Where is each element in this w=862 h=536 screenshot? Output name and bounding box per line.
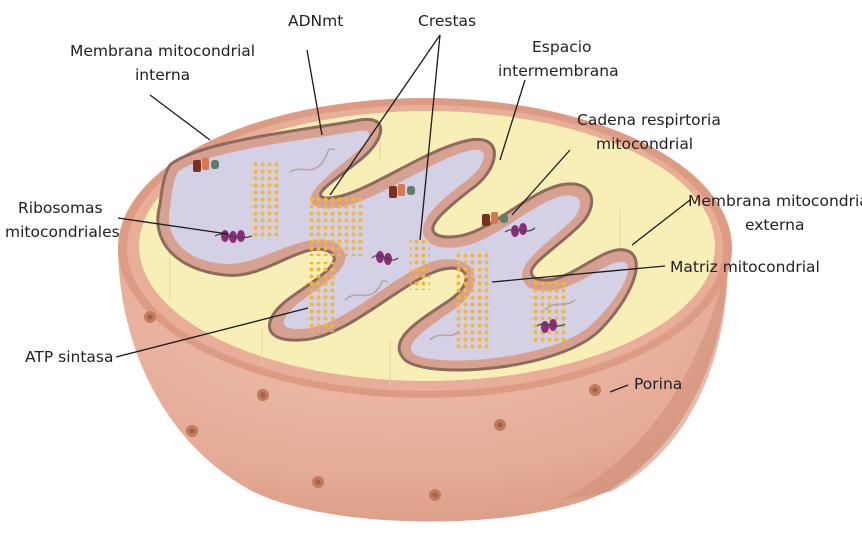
label-intermembrane-line1: Espacio (532, 38, 592, 56)
atp-synthase-cluster (410, 240, 430, 290)
label-intermembrane-line2: intermembrana (498, 62, 619, 80)
atp-synthase-cluster (530, 282, 566, 342)
label-cristae: Crestas (418, 12, 476, 30)
atp-synthase-cluster (308, 196, 364, 256)
label-respiratory-chain-line1: Cadena respirtoria (577, 111, 721, 129)
label-inner-membrane-line2: interna (135, 66, 190, 84)
label-ribosomes-line1: Ribosomas (18, 199, 103, 217)
atp-synthase-cluster (306, 262, 336, 332)
label-respiratory-chain-line2: mitocondrial (596, 135, 693, 153)
label-mtdna: ADNmt (288, 12, 343, 30)
label-matrix: Matriz mitocondrial (670, 258, 820, 276)
label-porin: Porina (634, 375, 682, 393)
label-outer-membrane-line2: externa (745, 216, 804, 234)
atp-synthase-cluster (456, 250, 490, 350)
label-atp-synthase: ATP sintasa (25, 348, 114, 366)
label-ribosomes-line2: mitocondriales (5, 223, 120, 241)
atp-synthase-cluster (250, 160, 280, 240)
label-inner-membrane-line1: Membrana mitocondrial (70, 42, 255, 60)
label-outer-membrane-line1: Membrana mitocondrial (688, 192, 862, 210)
